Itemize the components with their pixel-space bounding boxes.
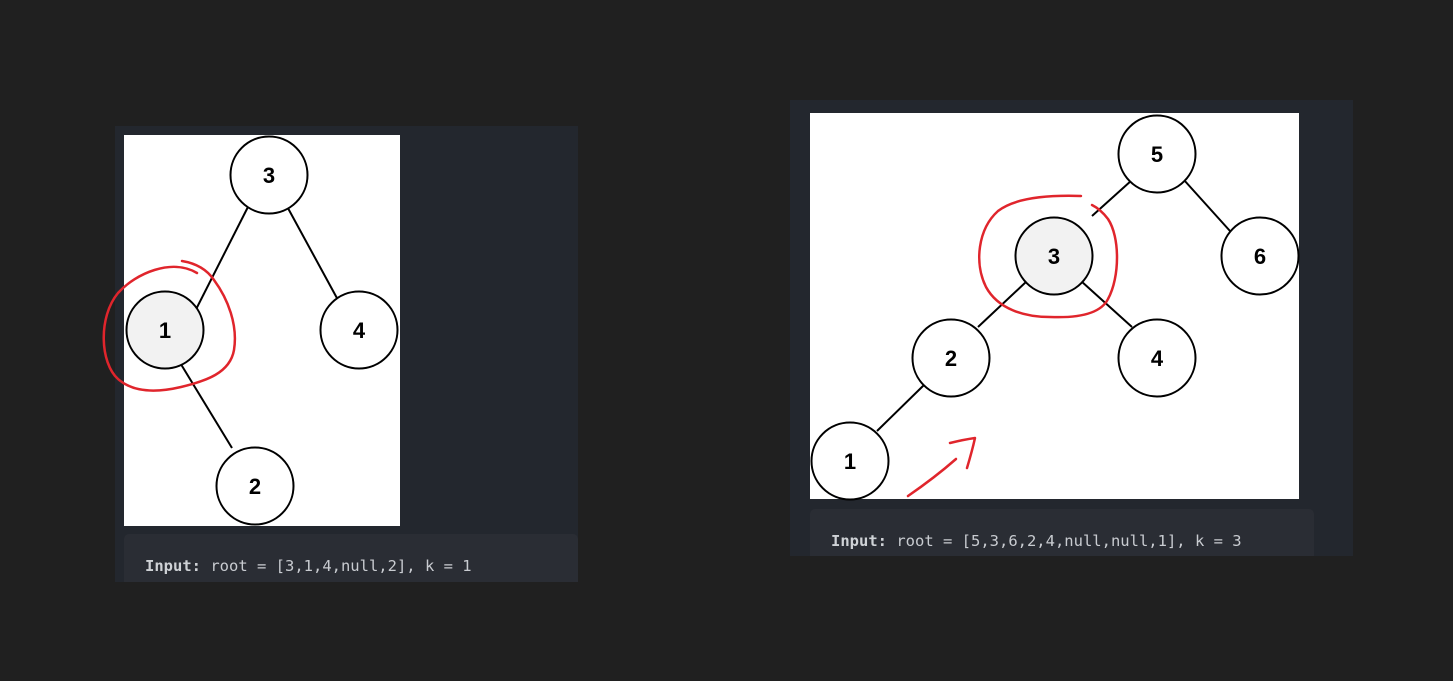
tree-node: 4	[319, 290, 399, 370]
tree-node: 6	[1220, 216, 1300, 296]
tree-node-highlighted: 1	[125, 290, 205, 370]
edge-5-3	[1091, 179, 1133, 217]
example-1-input-code: Input: root = [3,1,4,null,2], k = 1	[124, 534, 578, 582]
node-label: 3	[263, 163, 275, 188]
tree-diagram-2: 5 3 6 2 4 1	[810, 113, 1300, 501]
edge-3-4	[1080, 280, 1133, 328]
tree-node: 5	[1117, 114, 1197, 194]
tree-diagram-1: 3 1 4 2	[102, 135, 400, 526]
node-label: 3	[1048, 244, 1060, 269]
edge-3-4	[282, 198, 339, 301]
tree-node: 1	[810, 421, 890, 501]
tree-node: 2	[911, 318, 991, 398]
node-label: 4	[1151, 346, 1164, 371]
node-label: 2	[945, 346, 957, 371]
tree-node-highlighted: 3	[1014, 216, 1094, 296]
tree-node: 2	[215, 446, 295, 526]
red-highlight-circle-annotation	[978, 194, 1119, 319]
edge-2-1	[876, 384, 925, 432]
input-value: root = [5,3,6,2,4,null,null,1], k = 3	[887, 532, 1242, 550]
tree-node: 3	[229, 135, 309, 215]
node-label: 6	[1254, 244, 1266, 269]
tree-svg-2: 5 3 6 2 4 1	[810, 114, 1300, 501]
example-2-panel: 5 3 6 2 4 1 In	[790, 100, 1353, 556]
node-label: 1	[159, 318, 171, 343]
example-1-panel: 3 1 4 2 Input: root = [3,1,4,null,2], k …	[102, 126, 578, 582]
edge-1-2	[178, 360, 233, 449]
input-key: Input:	[145, 557, 201, 575]
input-value: root = [3,1,4,null,2], k = 1	[201, 557, 472, 575]
node-label: 4	[353, 318, 366, 343]
tree-node: 4	[1117, 318, 1197, 398]
input-key: Input:	[831, 532, 887, 550]
node-label: 1	[844, 449, 856, 474]
red-highlight-circle-annotation	[102, 259, 237, 392]
red-arrow-annotation	[906, 436, 977, 498]
node-label: 5	[1151, 142, 1163, 167]
node-label: 2	[249, 474, 261, 499]
example-2-input-code: Input: root = [5,3,6,2,4,null,null,1], k…	[810, 509, 1314, 556]
edge-5-6	[1183, 179, 1231, 232]
tree-svg-1: 3 1 4 2	[102, 135, 399, 526]
